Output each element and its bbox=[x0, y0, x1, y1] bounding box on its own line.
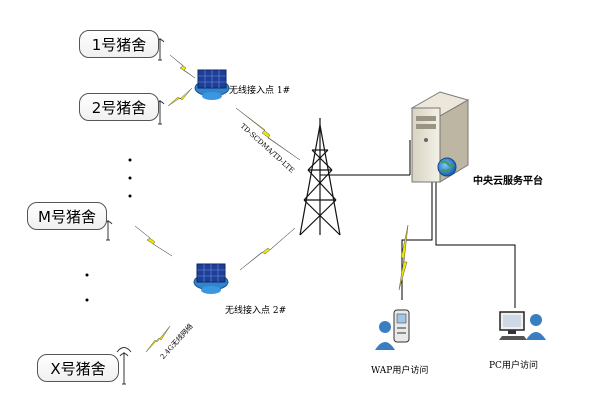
cell-tower-icon bbox=[299, 118, 341, 236]
server-icon bbox=[410, 91, 470, 183]
server-pc-line bbox=[435, 175, 516, 308]
pen-x-box: X号猪舍 bbox=[37, 354, 119, 382]
access-point-1-label: 无线接入点 1# bbox=[229, 86, 291, 96]
access-point-1-icon bbox=[194, 69, 230, 100]
lightning-pen1-ap1 bbox=[169, 54, 196, 79]
pen-1-box: 1号猪舍 bbox=[79, 30, 159, 58]
wireless-links bbox=[134, 54, 409, 353]
server-links bbox=[320, 140, 516, 308]
lightning-penM-ap2 bbox=[134, 225, 173, 257]
lightning-pen2-ap1 bbox=[167, 87, 193, 107]
pen-2-box: 2号猪舍 bbox=[79, 93, 159, 121]
cloud-platform-label: 中央云服务平台 bbox=[473, 176, 543, 187]
pc-access-label: PC用户访问 bbox=[489, 361, 538, 371]
wap-access-label: WAP用户访问 bbox=[371, 366, 429, 376]
lightning-server-wap bbox=[398, 224, 409, 291]
access-point-2-label: 无线接入点 2# bbox=[225, 306, 287, 316]
antenna-icons bbox=[103, 38, 165, 385]
phone-user-icon bbox=[375, 309, 410, 350]
lightning-ap1-tower bbox=[235, 107, 301, 161]
pen-m-box: M号猪舍 bbox=[27, 202, 107, 230]
lightning-ap2-tower bbox=[239, 227, 296, 271]
pc-user-icon bbox=[499, 311, 546, 340]
access-point-2-icon bbox=[193, 263, 229, 294]
lightning-penX-ap2 bbox=[145, 325, 171, 353]
ellipsis-dots bbox=[85, 158, 132, 302]
antenna-icon-penX bbox=[116, 347, 132, 385]
